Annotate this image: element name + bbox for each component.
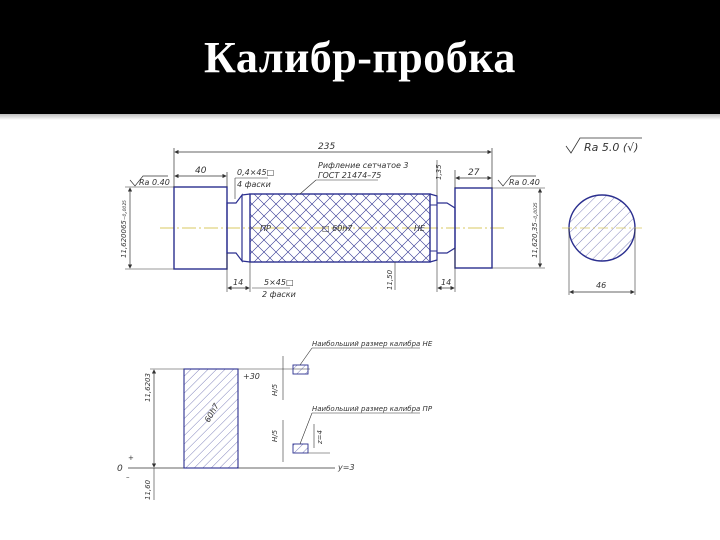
nogo-field [292,364,309,375]
dim-right-upper: 1,35 [435,164,443,180]
dim-overall: 235 [318,142,335,152]
svg-text:–: – [126,473,130,481]
title-bar: Калибр-пробка [0,0,720,114]
dim-groove-right: 14 [441,278,451,287]
label-nogo-side: НЕ [414,224,426,233]
tolerance-diagram: 0 + – 60h7 11,6203 11,60 +30 H/5 H/5 Наи… [117,340,433,500]
h5-lower: H/5 [271,429,279,442]
dim-right-length: 27 [468,168,480,178]
handle-left-chamfer [241,193,251,263]
svg-text:+: + [128,454,134,462]
label-go-side: ПР [260,224,271,233]
groove-chamfer-count: 2 фаски [262,290,296,299]
section-view: 46 [562,194,642,295]
go-field [292,443,309,454]
dim-upper: 11,6203 [144,373,152,402]
right-gauge-end [454,187,493,269]
title-separator [0,114,720,120]
note-go: Наибольший размер калибра ПР [312,405,433,413]
knurl-note-line1: Рифление сетчатое 3 [318,161,409,170]
zero-label: 0 [117,464,123,474]
dim-section-diameter: 46 [596,281,606,290]
dim-right-diameter: 11,620,35₋₀,₀₀₂₅ [531,202,539,258]
roughness-right: Ra 0.40 [509,178,540,187]
roughness-right-symbol [497,175,536,187]
dim-groove-left: 14 [233,278,243,287]
roughness-left: Ra 0.40 [139,178,170,187]
y-dim: y=3 [337,463,355,472]
handle-right-chamfer [429,193,438,263]
dim-lower: 11,60 [144,479,152,500]
roughness-left-symbol [129,175,168,187]
dim-left-diameter: 11,620065₋₀,₀₀₂₅ [120,200,128,258]
note-nogo: Наибольший размер калибра НЕ [312,340,433,348]
deviation-label: +30 [243,372,260,381]
z-dim: z=4 [316,430,324,445]
handle-dimension: □ 60h7 [322,224,353,233]
roughness-general: Ra 5.0 (√) [584,141,638,154]
roughness-general-symbol [565,137,642,154]
general-roughness: Ra 5.0 (√) [565,137,642,154]
slide-title: Калибр-пробка [204,33,516,82]
knurled-handle [249,193,431,263]
knurl-note-line2: ГОСТ 21474–75 [318,171,381,180]
chamfer-count: 4 фаски [237,180,271,189]
tolerance-field [183,368,239,469]
dim-right-lower: 11,50 [386,269,394,290]
chamfer-note: 0,4×45□ [237,168,274,177]
h5-upper: H/5 [271,383,279,396]
front-view: 235 40 0,4×45□ 4 фаски Рифление сетчатое… [120,142,545,299]
groove-chamfer: 5×45□ [264,278,294,287]
dim-left-length: 40 [195,166,207,176]
